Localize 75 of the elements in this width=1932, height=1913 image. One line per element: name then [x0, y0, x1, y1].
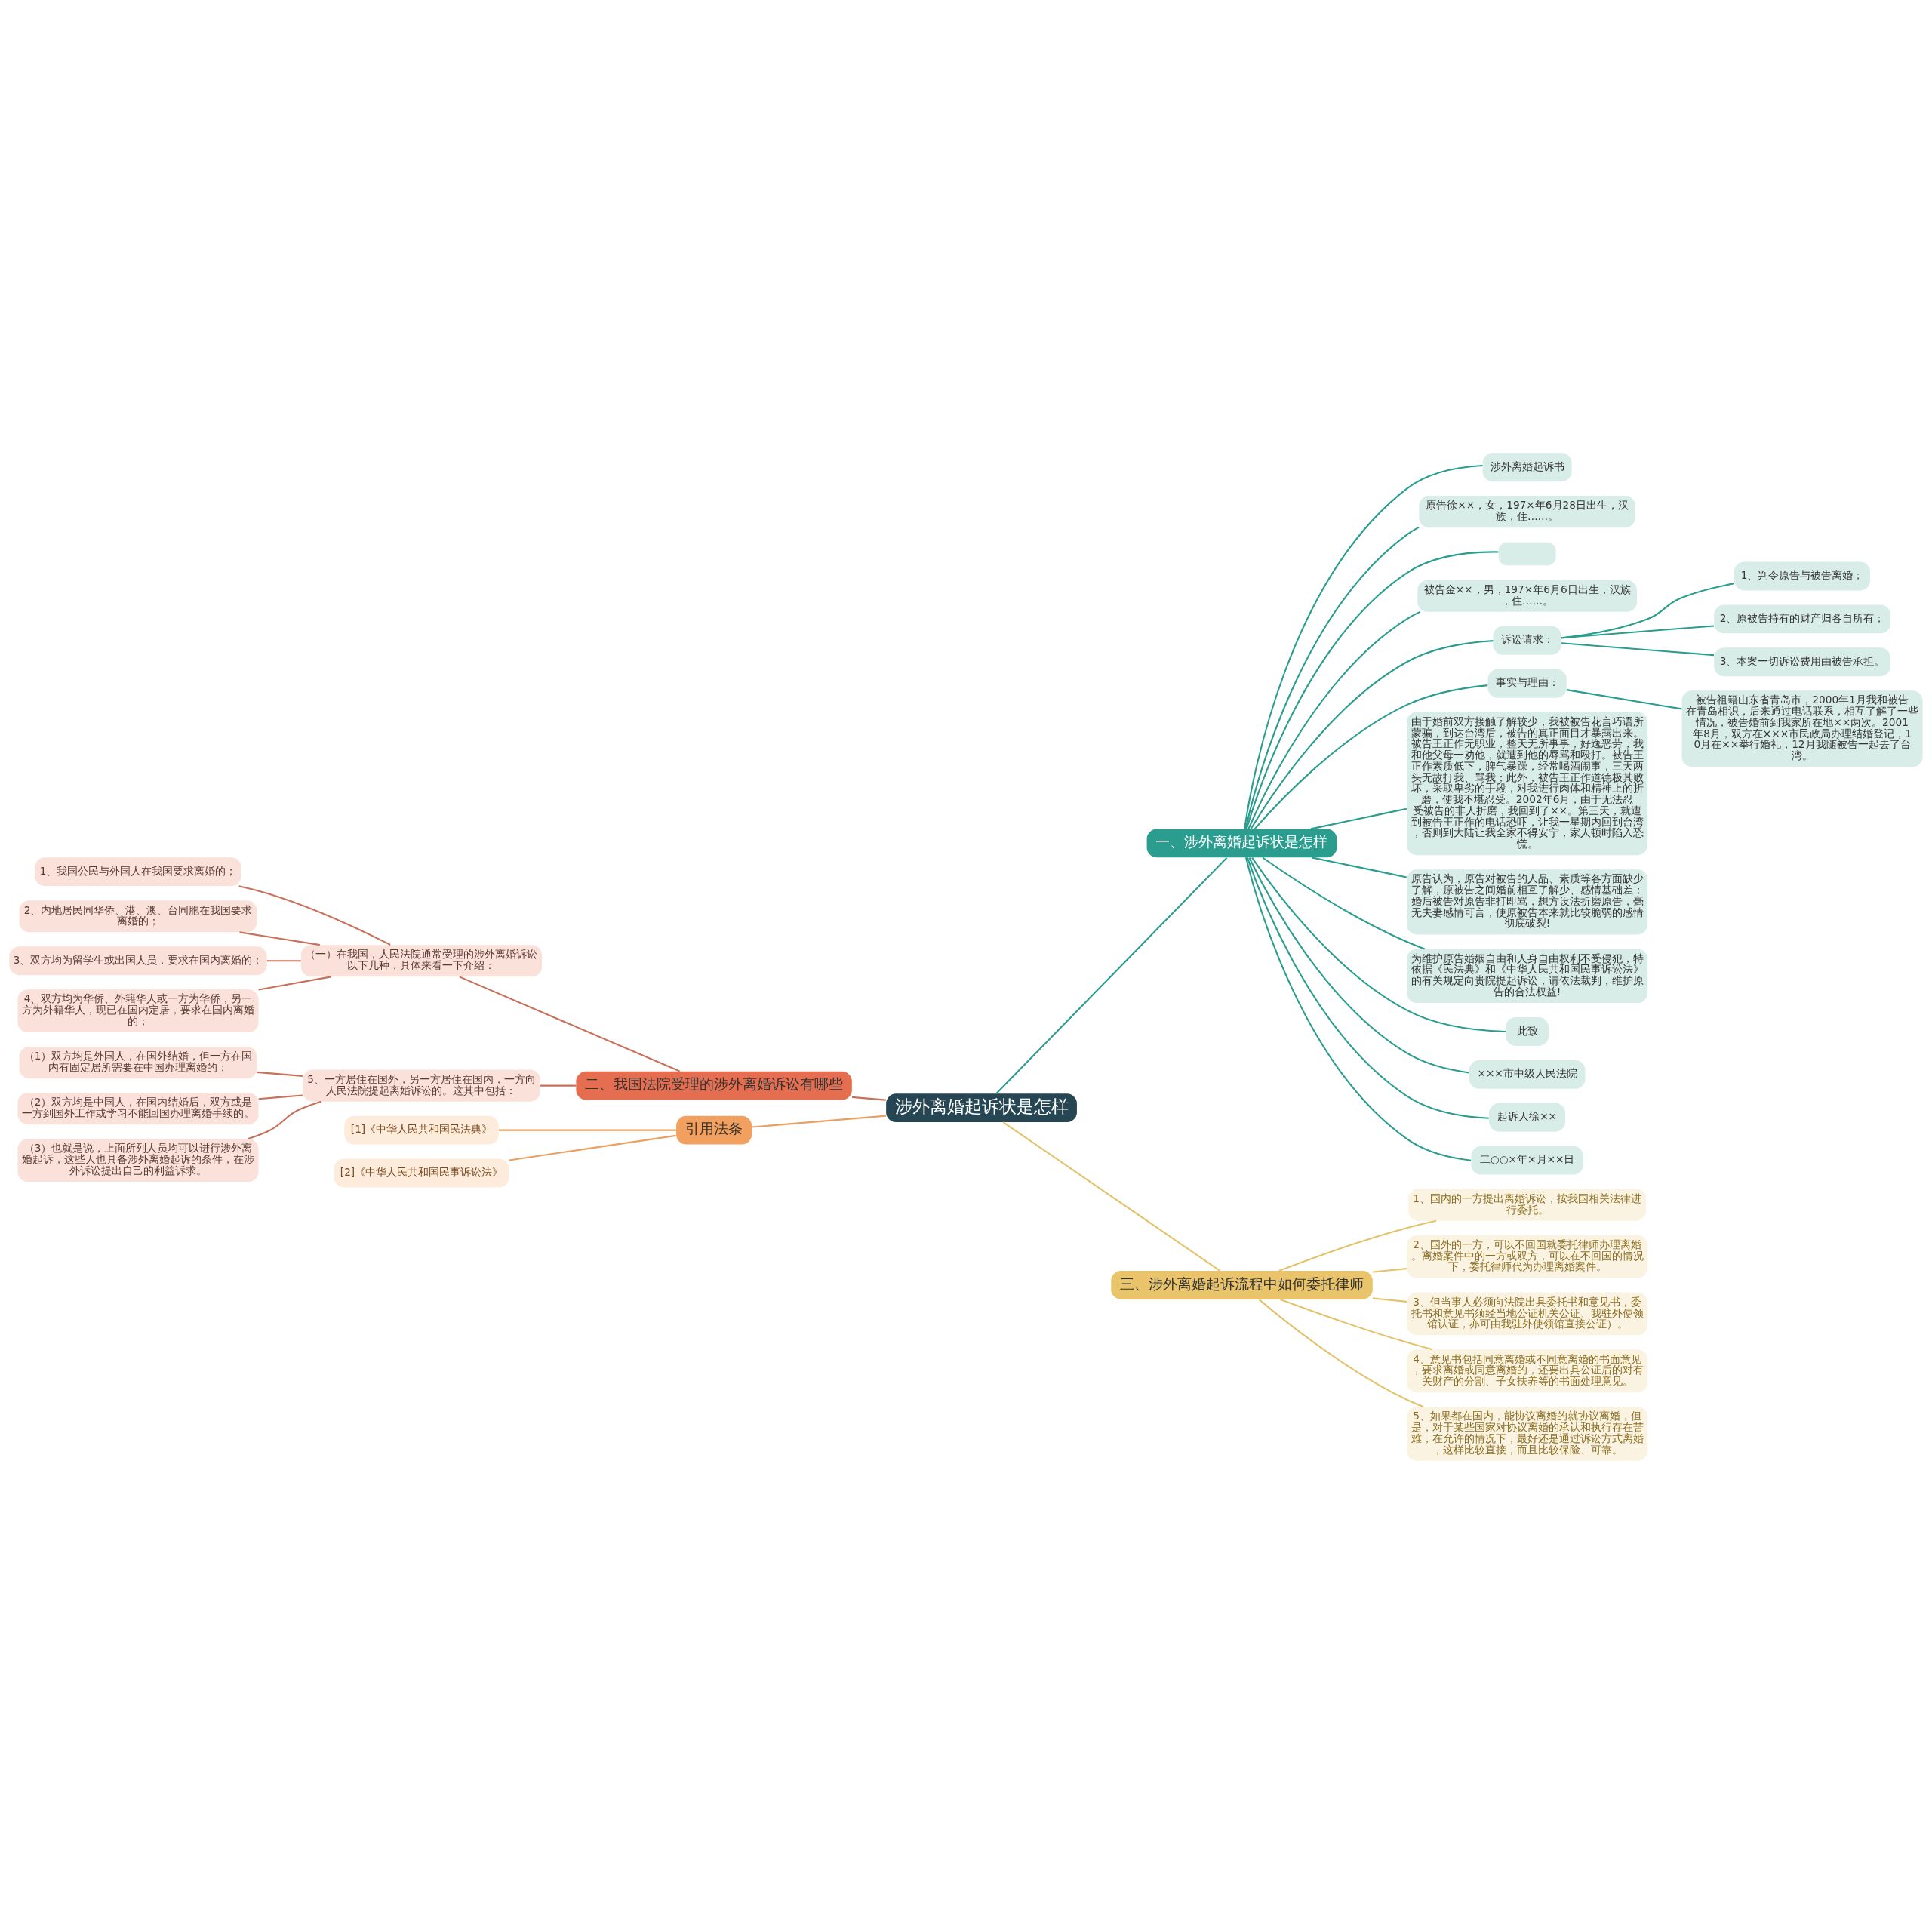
connector: [1262, 857, 1425, 949]
node-box: 1、判令原告与被告离婚；: [1734, 561, 1871, 590]
connector: [459, 975, 680, 1072]
node-box: [2]《中华人民共和国民事诉讼法》: [334, 1158, 509, 1187]
connector: [258, 1093, 303, 1100]
node-box: 事实与理由：: [1487, 669, 1567, 698]
node-box: 1、我国公民与外国人在我国要求离婚的；: [35, 857, 242, 886]
connector: [1280, 1298, 1433, 1350]
node-box: [1498, 542, 1556, 565]
connector: [1244, 464, 1483, 829]
node-box: 为维护原告婚姻自由和人身自由权利不受侵犯，特依据《民法典》和《中华人民共和国民事诉讼法》的有关规定向贵院提起诉讼，请依法裁判，维护原告的合法权益!: [1407, 948, 1648, 1003]
connector: [1258, 1298, 1424, 1407]
connector: [1561, 641, 1715, 656]
node-box: （3）也就是说，上面所列人员均可以进行涉外离婚起诉，这些人也具备涉外离婚起诉的条件，在涉外诉讼提出自己的利益诉求。: [17, 1138, 259, 1182]
node-box: 被告金××，男，197×年6月6日出生，汉族，住……。: [1417, 580, 1637, 612]
connector: [851, 1096, 886, 1101]
connector: [1250, 639, 1494, 829]
node-box: 4、意见书包括同意离婚或不同意离婚的书面意见，要求离婚或同意离婚的，还要出具公证后的对有关财产的分割、子女扶养等的书面处理意见。: [1407, 1349, 1648, 1392]
connector: [1566, 688, 1682, 709]
node-box: 3、但当事人必须向法院出具委托书和意见书，委托书和意见书须经当地公证机关公证、我驻外使领馆认证，亦可由我驻外使领馆直接公证）。: [1407, 1292, 1648, 1335]
node-box: 一、涉外离婚起诉状是怎样: [1146, 828, 1337, 857]
node-box: 2、内地居民同华侨、港、澳、台同胞在我国要求离婚的；: [19, 900, 257, 932]
connector: [1372, 1267, 1407, 1273]
node-box: 由于婚前双方接触了解较少，我被被告花言巧语所蒙骗，到达台湾后，被告的真正面目才暴露出来。被告王正作无职业，整天无所事事，好逸恶劳，我和他父母一劝他，就遭到他的辱骂和殴打。被告王正作素质低下，脾气暴躁，经常喝酒闹事，三天两头无故打我、骂我；此外，被告王正作道德极其败坏，采取卑劣的手段，对我进行肉体和精神上的折磨，使我不堪忍受。2002年6月，由于无法忍受被告的非人折磨，我回到了××。第三天，就遭到被告王正作的电话恐吓，让我一星期内回到台湾，否则到大陆让我全家不得安宁，家人顿时陷入恐慌。: [1407, 712, 1648, 855]
node-box: 3、双方均为留学生或出国人员，要求在国内离婚的；: [9, 946, 267, 975]
connector: [238, 884, 391, 946]
node-box: 1、国内的一方提出离婚诉讼，按我国相关法律进行委托。: [1408, 1189, 1647, 1221]
node-box: （一）在我国，人民法院通常受理的涉外离婚诉讼以下几种，具体来看一下介绍：: [300, 944, 543, 976]
connector: [1278, 1219, 1437, 1272]
node-box: 引用法条: [676, 1115, 752, 1145]
node-box: 二○○×年×月××日: [1471, 1146, 1583, 1175]
connector: [248, 1100, 321, 1139]
node-box: 3、本案一切诉讼费用由被告承担。: [1714, 647, 1890, 676]
connector: [1254, 684, 1488, 829]
connector: [1561, 624, 1715, 638]
node-box: 被告祖籍山东省青岛市，2000年1月我和被告在青岛相识，后来通过电话联系，相互了解了一些情况，被告婚前到我家所在地××两次。2001年8月，双方在×××市民政局办理结婚登记，10月在××举行婚礼，12月我随被告一起去了台湾。: [1681, 690, 1923, 767]
node-box: 涉外离婚起诉状是怎样: [886, 1093, 1077, 1122]
connector: [257, 1071, 303, 1077]
connector: [752, 1115, 887, 1128]
node-box: 涉外离婚起诉书: [1482, 452, 1572, 481]
node-box: 2、国外的一方，可以不回国就委托律师办理离婚。离婚案件中的一方或双方，可以在不回国的情况下，委托律师代为办理离婚案件。: [1407, 1235, 1648, 1278]
node-box: 4、双方均为华侨、外籍华人或一方为华侨，另一方为外籍华人，现已在国内定居，要求在国内离婚的；: [17, 989, 259, 1032]
connector: [1244, 857, 1472, 1161]
connector: [266, 959, 301, 961]
node-box: （2）双方均是中国人，在国内结婚后，双方或是一方到国外工作或学习不能回国办理离婚手续的。: [17, 1092, 259, 1124]
connector: [1246, 857, 1489, 1119]
connector: [1002, 1121, 1220, 1272]
node-box: （1）双方均是外国人，在国外结婚，但一方在国内有固定居所需要在中国办理离婚的；: [19, 1046, 257, 1078]
connector: [1251, 857, 1506, 1032]
node-box: 此致: [1506, 1016, 1549, 1046]
connector: [995, 857, 1228, 1093]
connector: [1311, 856, 1407, 878]
connector: [1248, 857, 1469, 1073]
node-box: 二、我国法院受理的涉外离婚诉讼有哪些: [576, 1071, 852, 1100]
node-box: 5、一方居住在国外，另一方居住在国内，一方向人民法院提起离婚诉讼的。这其中包括：: [303, 1069, 540, 1102]
connector: [540, 1084, 577, 1087]
node-box: 原告认为，原告对被告的人品、素质等各方面缺少了解，原被告之间婚前相互了解少、感情基础差；婚后被告对原告非打即骂，想方设法折磨原告，毫无夫妻感情可言，使原被告本来就比较脆弱的感情彻底破裂!: [1407, 869, 1648, 934]
node-box: [1]《中华人民共和国民法典》: [344, 1115, 499, 1145]
connector: [258, 975, 331, 990]
connector: [1310, 807, 1407, 829]
connector: [1247, 610, 1421, 829]
connector: [498, 1129, 677, 1131]
connector: [1561, 582, 1734, 638]
node-box: 起诉人徐××: [1489, 1103, 1566, 1132]
node-box: 5、如果都在国内，能协议离婚的就协议离婚，但是，对于某些国家对协议离婚的承认和执行存在苦难，在允许的情况下，最好还是通过诉讼方式离婚，这样比较直接，而且比较保险、可靠。: [1407, 1406, 1648, 1461]
connector: [509, 1134, 676, 1161]
connector: [1372, 1296, 1407, 1303]
node-box: ×××市中级人民法院: [1469, 1060, 1586, 1089]
connector: [1245, 550, 1499, 829]
node-box: 诉讼请求：: [1493, 626, 1561, 655]
node-box: 三、涉外离婚起诉流程中如何委托律师: [1111, 1270, 1373, 1299]
connector: [239, 930, 320, 946]
node-box: 2、原被告持有的财产归各自所有；: [1714, 604, 1890, 633]
connector: [1244, 526, 1420, 829]
node-box: 原告徐××，女，197×年6月28日出生，汉族，住……。: [1419, 495, 1635, 527]
